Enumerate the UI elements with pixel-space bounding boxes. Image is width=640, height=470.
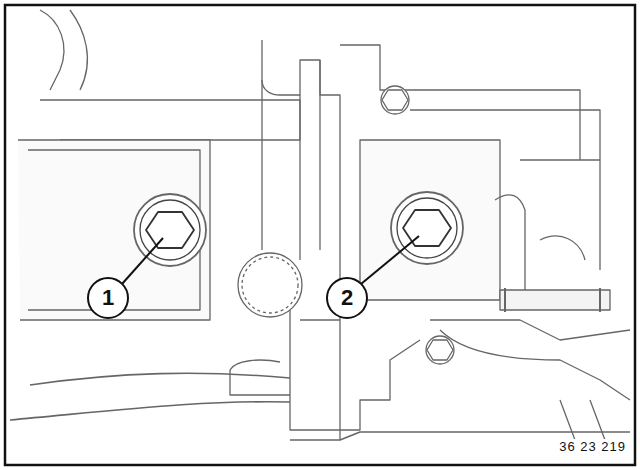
leader-line — [361, 236, 419, 284]
callout-number: 2 — [341, 285, 353, 311]
leader-line — [122, 238, 163, 284]
callout-circle — [327, 278, 367, 318]
figure-number: 36 23 219 — [557, 439, 628, 454]
callout-number: 1 — [102, 285, 114, 311]
callout-circle — [88, 278, 128, 318]
